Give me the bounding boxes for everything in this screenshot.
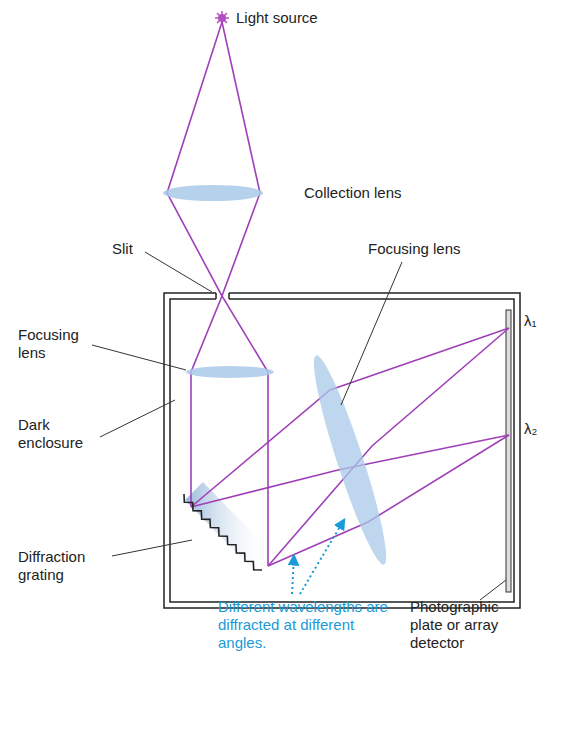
- component-label: Slit: [112, 240, 133, 258]
- callout-arrows: [292, 520, 344, 594]
- dark-enclosure: [164, 293, 520, 608]
- collection-lens: [163, 185, 263, 201]
- component-label: Focusing lens: [368, 240, 461, 258]
- leader-lines: [92, 252, 506, 600]
- component-label: Photographic plate or array detector: [410, 598, 530, 652]
- diffraction-grating: [184, 494, 262, 570]
- grating-shading: [185, 482, 271, 570]
- wavelength-label: λ₂: [524, 420, 537, 438]
- focusing-lens: [186, 366, 274, 378]
- component-label: Dark enclosure: [18, 416, 98, 452]
- wavelength-label: λ₁: [524, 312, 537, 330]
- component-label: Focusing lens: [18, 326, 90, 362]
- light-rays: [167, 22, 509, 566]
- component-label: Collection lens: [304, 184, 402, 202]
- callout-note: Different wavelengths are diffracted at …: [218, 598, 390, 652]
- component-label: Light source: [236, 9, 318, 27]
- component-label: Diffraction grating: [18, 548, 108, 584]
- detector-plate: [506, 310, 511, 592]
